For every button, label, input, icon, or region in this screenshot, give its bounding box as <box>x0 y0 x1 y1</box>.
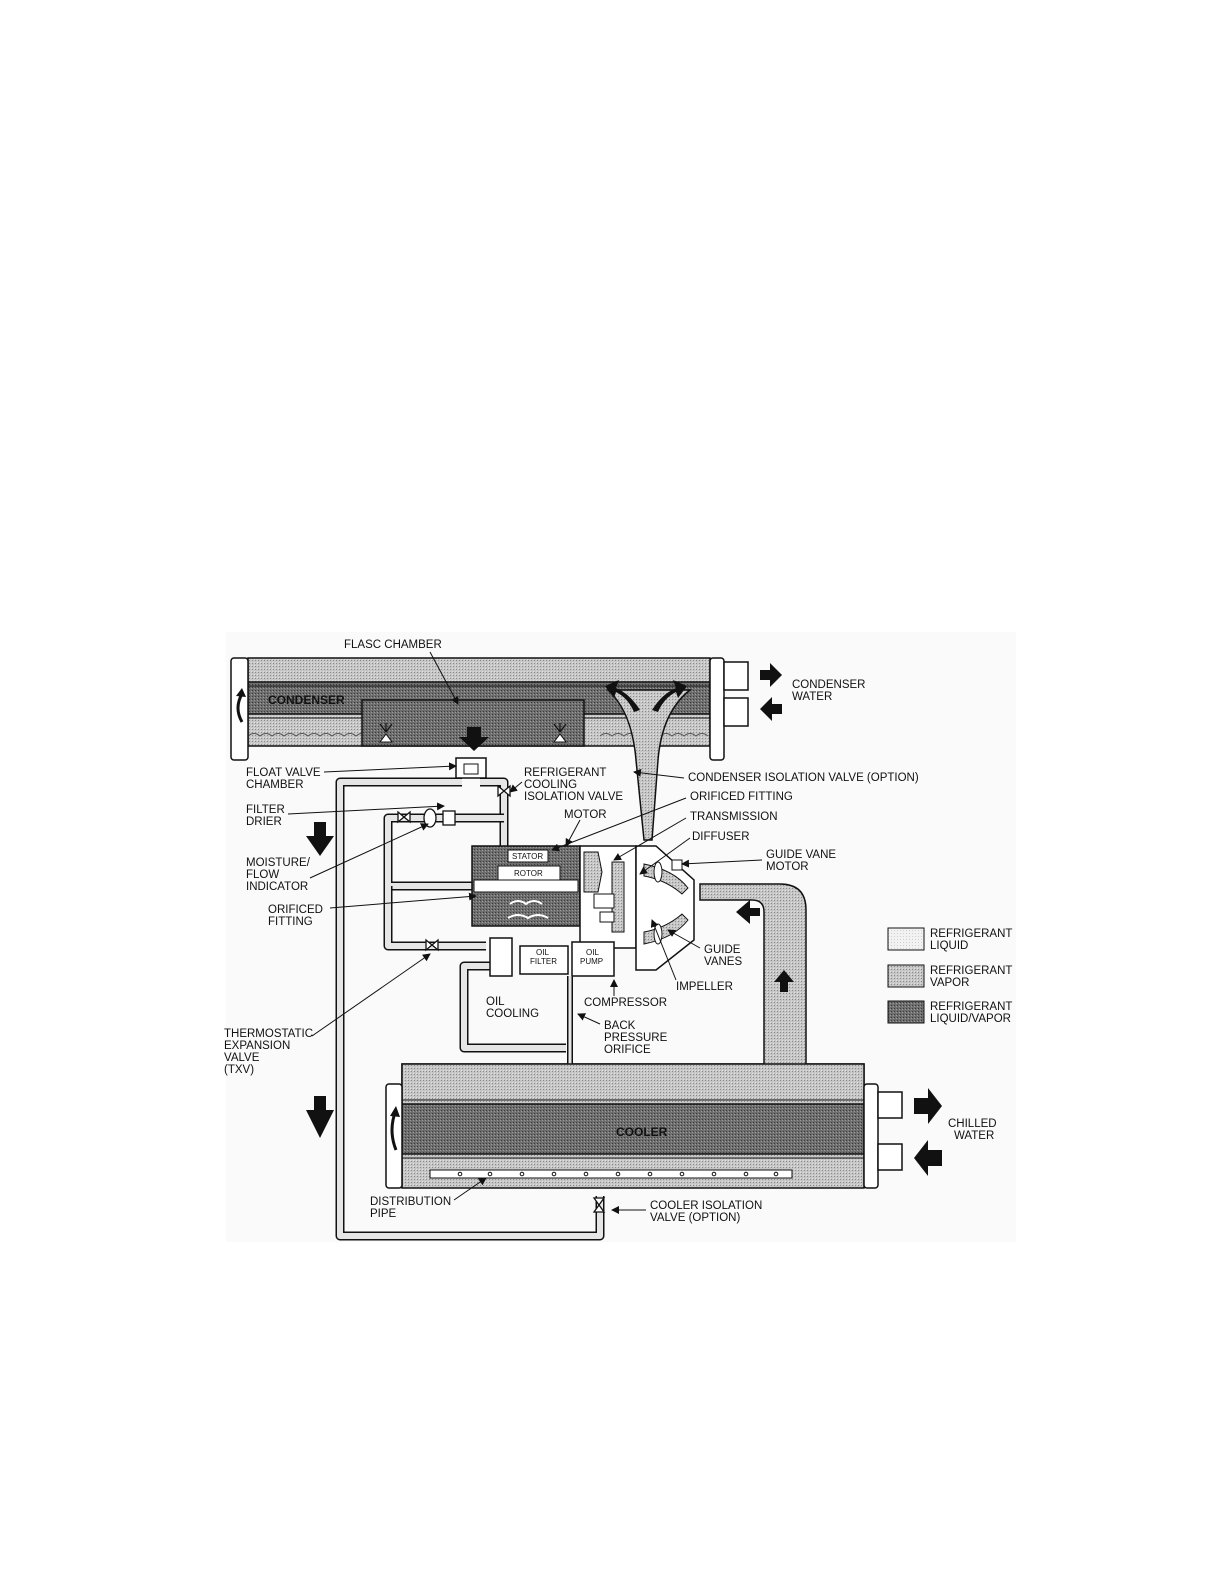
float-valve-chamber-label-1: FLOAT VALVE <box>246 767 321 779</box>
condenser-water-out-arrow-icon <box>760 663 782 687</box>
filter-drier-icon <box>442 810 456 826</box>
legend-label-mixed-2: LIQUID/VAPOR <box>930 1013 1011 1025</box>
oil-pump-label-1: OIL <box>586 948 599 957</box>
legend-swatch-liquid <box>887 927 925 951</box>
stator-label: STATOR <box>512 852 543 861</box>
cooler-label: COOLER <box>616 1125 668 1139</box>
refrigerant-piping <box>335 777 605 1241</box>
refrigerant-cooling-isolation-valve-label-3: ISOLATION VALVE <box>524 791 623 803</box>
cooler-isolation-valve-label-1: COOLER ISOLATION <box>650 1200 762 1212</box>
transmission-label: TRANSMISSION <box>690 811 778 823</box>
condenser-water-in-arrow-icon <box>760 697 782 721</box>
orificed-fitting-top-label: ORIFICED FITTING <box>690 791 793 803</box>
suction-arrow-left-icon <box>736 900 760 924</box>
legend-label-vapor-2: VAPOR <box>930 977 969 989</box>
txv-label-3: VALVE <box>224 1052 260 1064</box>
txv-label-1: THERMOSTATIC <box>224 1028 313 1040</box>
legend-label-mixed-1: REFRIGERANT <box>930 1001 1012 1013</box>
txv-valve-icon <box>425 938 439 952</box>
oil-filter-label-2: FILTER <box>530 957 557 966</box>
back-pressure-orifice-label-3: ORIFICE <box>604 1044 651 1056</box>
motor-label: MOTOR <box>564 809 607 821</box>
discharge-arrow-left-icon <box>605 680 640 712</box>
distribution-pipe-label-1: DISTRIBUTION <box>370 1196 451 1208</box>
chilled-water-in-arrow-icon <box>914 1140 942 1176</box>
legend-swatch-vapor <box>887 964 925 988</box>
distribution-pipe-label-2: PIPE <box>370 1208 397 1220</box>
moisture-flow-indicator-label-2: FLOW <box>246 869 279 881</box>
compressor-body <box>489 845 637 977</box>
float-valve-chamber <box>455 757 487 779</box>
txv-label-2: EXPANSION <box>224 1040 290 1052</box>
cooler-isolation-valve-icon <box>592 1197 606 1213</box>
legend-label-liquid-2: LIQUID <box>930 940 968 952</box>
legend: REFRIGERANT LIQUID REFRIGERANT VAPOR REF… <box>887 927 1012 1025</box>
flow-arrow-icon <box>459 727 489 751</box>
chilled-water-out-arrow-icon <box>914 1088 942 1124</box>
oil-cooling-label-2: COOLING <box>486 1008 539 1020</box>
legend-label-vapor-1: REFRIGERANT <box>930 965 1012 977</box>
moisture-flow-indicator-label-3: INDICATOR <box>246 881 308 893</box>
moisture-indicator-icon <box>423 808 437 828</box>
legend-swatch-mixed <box>887 1000 925 1024</box>
oil-pump-label-2: PUMP <box>580 957 603 966</box>
float-valve-chamber-label-2: CHAMBER <box>246 779 304 791</box>
condenser-label: CONDENSER <box>268 693 345 707</box>
refrigerant-cooling-isolation-valve-label-1: REFRIGERANT <box>524 767 606 779</box>
cooler <box>385 1063 903 1189</box>
orificed-fitting-left-label-2: FITTING <box>268 916 313 928</box>
flow-arrow-down-upper-icon <box>306 822 334 856</box>
condenser-water-label-1: CONDENSER <box>792 679 865 691</box>
guide-vanes-label-1: GUIDE <box>704 944 741 956</box>
filter-drier-label-2: DRIER <box>246 816 282 828</box>
guide-vane-motor-label-1: GUIDE VANE <box>766 849 836 861</box>
suction-arrow-up-icon <box>772 970 796 992</box>
condenser-isolation-valve-label: CONDENSER ISOLATION VALVE (OPTION) <box>688 772 919 784</box>
refrigerant-cooling-isolation-valve-label-2: COOLING <box>524 779 577 791</box>
moisture-flow-indicator-label-1: MOISTURE/ <box>246 857 311 869</box>
discharge-cone <box>606 689 693 841</box>
discharge-arrow-right-icon <box>652 680 687 712</box>
impeller-assembly <box>635 845 695 971</box>
oil-cooling-label-1: OIL <box>486 996 505 1008</box>
back-pressure-orifice-label-2: PRESSURE <box>604 1032 668 1044</box>
leader-lines <box>287 651 763 1214</box>
txv-label-4: (TXV) <box>224 1064 254 1076</box>
impeller-label: IMPELLER <box>676 981 733 993</box>
flasc-chamber-label: FLASC CHAMBER <box>344 639 442 651</box>
orificed-fitting-left-label-1: ORIFICED <box>268 904 323 916</box>
chilled-water-label-2: WATER <box>954 1130 994 1142</box>
oil-filter-label-1: OIL <box>536 948 549 957</box>
diffuser-label: DIFFUSER <box>692 831 750 843</box>
filter-drier-label-1: FILTER <box>246 804 285 816</box>
guide-vane-motor-label-2: MOTOR <box>766 861 809 873</box>
rotor-label: ROTOR <box>514 869 543 878</box>
back-pressure-orifice-label-1: BACK <box>604 1020 636 1032</box>
condenser-water-label-2: WATER <box>792 691 832 703</box>
guide-vanes-label-2: VANES <box>704 956 742 968</box>
cooler-isolation-valve-label-2: VALVE (OPTION) <box>650 1212 740 1224</box>
legend-label-liquid-1: REFRIGERANT <box>930 928 1012 940</box>
compressor-label: COMPRESSOR <box>584 997 667 1009</box>
chilled-water-label-1: CHILLED <box>948 1118 997 1130</box>
filter-drier-valve-icon <box>397 810 411 824</box>
flow-arrow-down-lower-icon <box>306 1096 334 1138</box>
